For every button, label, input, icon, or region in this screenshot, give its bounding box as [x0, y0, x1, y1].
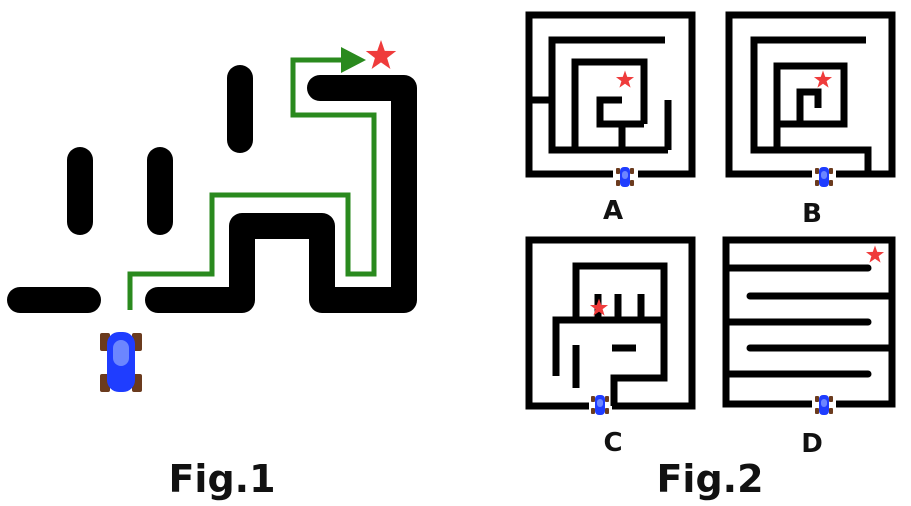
robot-car-icon [591, 395, 609, 415]
robot-car-icon [815, 395, 833, 415]
maze-wall [596, 96, 644, 128]
maze-wall [548, 36, 668, 154]
maze-label: A [603, 196, 623, 226]
maze-wall [773, 62, 848, 150]
robot-car-icon [616, 167, 634, 187]
wall-segment [145, 75, 417, 313]
robot-car-icon [100, 332, 142, 392]
star-icon [365, 40, 397, 69]
fig1-caption: Fig.1 [168, 457, 275, 501]
maze-wall [610, 320, 668, 406]
fig1-walls [7, 65, 417, 313]
maze-wall [796, 88, 822, 124]
maze-c: C [525, 236, 696, 458]
maze-outer-wall [725, 11, 896, 178]
route-path [127, 57, 377, 310]
maze-outer-wall [525, 11, 696, 178]
maze-outer-wall [722, 236, 896, 408]
maze-wall [750, 36, 872, 174]
maze-label: B [802, 199, 822, 229]
maze-outer-wall [525, 236, 696, 410]
maze-d: D [722, 236, 896, 459]
robot-car-icon [815, 167, 833, 187]
maze-wall [552, 316, 664, 376]
route-arrowhead [341, 47, 366, 73]
maze-wall [571, 58, 648, 150]
fig1-diagram: Fig.1 [7, 40, 417, 501]
star-icon [865, 245, 885, 263]
fig2-diagram: A B [525, 11, 896, 501]
maze-label: C [603, 428, 622, 458]
maze-label: D [801, 429, 823, 459]
fig2-caption: Fig.2 [656, 457, 763, 501]
maze-b: B [725, 11, 896, 229]
maze-a: A [525, 11, 696, 226]
maze-wall [572, 262, 668, 320]
star-icon [615, 70, 635, 88]
star-icon [813, 70, 833, 88]
